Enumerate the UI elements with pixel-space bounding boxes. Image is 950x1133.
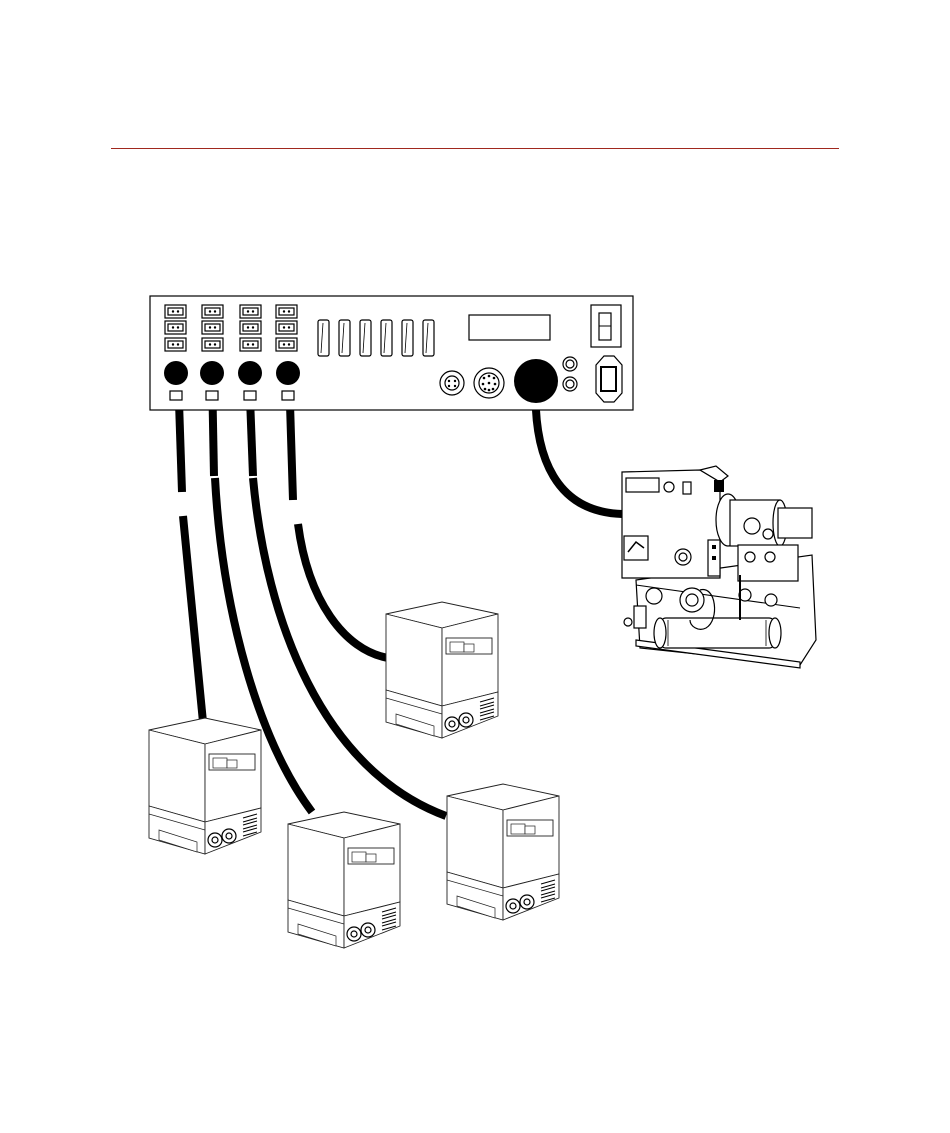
hydraulic-machine — [622, 466, 816, 668]
rocker-switch-icon — [591, 305, 621, 347]
control-unit — [150, 296, 633, 410]
power-inlet-icon — [596, 356, 622, 402]
cooler-cylinder-icon — [654, 618, 781, 648]
heater-unit-2 — [386, 602, 498, 738]
heater-unit-3 — [288, 812, 400, 948]
zone-cable-4 — [289, 372, 388, 658]
heater-unit-1 — [149, 718, 261, 854]
heater-unit-4 — [447, 784, 559, 920]
zone-cable-1 — [178, 372, 203, 722]
display-window-icon — [469, 315, 550, 340]
main-cable-gland-icon — [514, 359, 558, 403]
